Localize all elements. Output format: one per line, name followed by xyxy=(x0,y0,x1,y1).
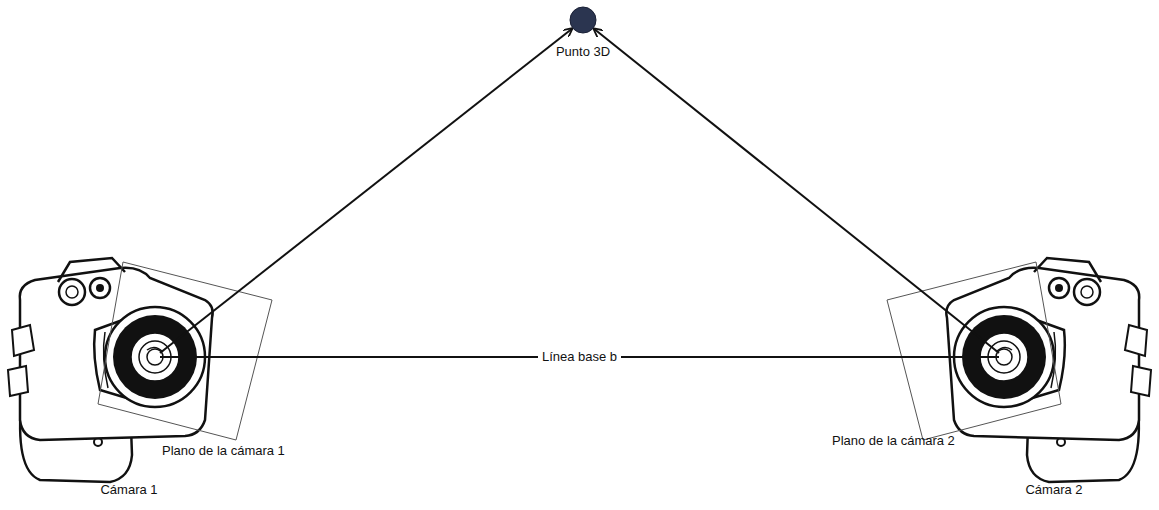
projection-ray xyxy=(594,29,999,353)
point-dot xyxy=(569,6,597,34)
plane-label: Plano de la cámara 2 xyxy=(832,434,955,449)
edge-label: Línea base b xyxy=(538,350,621,365)
camera-label: Cámara 2 xyxy=(1025,483,1082,498)
camera-node: Cámara 2 xyxy=(999,352,1009,362)
projection-ray xyxy=(160,29,572,353)
camera-label: Cámara 1 xyxy=(100,483,157,498)
camera-node: Cámara 1 xyxy=(150,352,160,362)
point-node: Punto 3D xyxy=(569,6,597,34)
point-label: Punto 3D xyxy=(556,45,610,60)
plane-label: Plano de la cámara 1 xyxy=(162,444,285,459)
